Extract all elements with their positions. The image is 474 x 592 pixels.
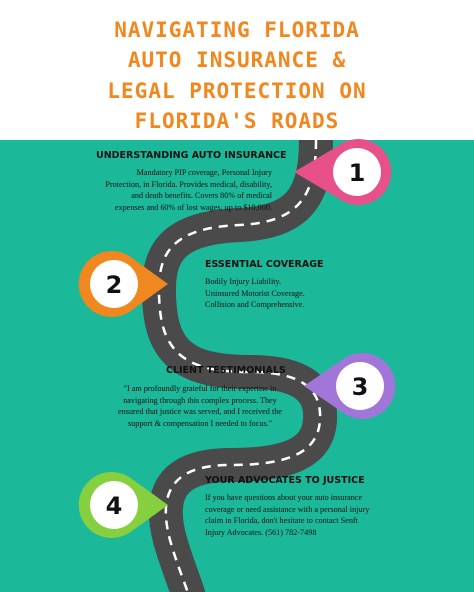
section-1-body: Mandatory PIP coverage, Personal Injury … bbox=[80, 167, 272, 213]
section-1-line: expenses and 60% of lost wages, up to $1… bbox=[114, 202, 272, 212]
title-line-2: AUTO INSURANCE & bbox=[127, 48, 347, 72]
pin-2: 2 bbox=[78, 251, 168, 318]
section-3-line: ensured that justice was served, and I r… bbox=[118, 407, 282, 416]
section-1-line: Protection, in Florida. Provides medical… bbox=[105, 179, 272, 189]
section-4-line: Injury Advocates. (561) 782-7498 bbox=[205, 527, 317, 537]
pin-1: 1 bbox=[294, 138, 392, 205]
section-4-line: If you have questions about your auto in… bbox=[205, 493, 363, 502]
road-center-line bbox=[157, 139, 322, 592]
pin-4-number: 4 bbox=[106, 492, 123, 520]
section-4-heading: YOUR ADVOCATES TO JUSTICE bbox=[205, 475, 365, 486]
title-line-1: NAVIGATING FLORIDA bbox=[114, 18, 360, 42]
pin-2-number: 2 bbox=[106, 271, 123, 299]
pin-1-number: 1 bbox=[349, 159, 366, 187]
section-2-line: Collision and Comprehensive. bbox=[205, 300, 305, 309]
pin-3-number: 3 bbox=[352, 373, 369, 401]
title-banner: NAVIGATING FLORIDA AUTO INSURANCE & LEGA… bbox=[0, 0, 474, 140]
section-2-line: Uninsured Motorist Coverage. bbox=[205, 288, 305, 298]
title-line-3: LEGAL PROTECTION ON bbox=[107, 79, 367, 103]
section-1-line: Mandatory PIP coverage, Personal Injury bbox=[136, 168, 272, 177]
section-4-body: If you have questions about your auto in… bbox=[205, 492, 405, 538]
section-3-line: navigating through this complex process.… bbox=[123, 395, 277, 405]
section-3-line: "I am profoundly grateful for their expe… bbox=[123, 384, 277, 393]
section-2-line: Bodily Injury Liability. bbox=[205, 277, 282, 286]
section-4-line: claim in Florida, don't hesitate to cont… bbox=[205, 516, 358, 525]
pin-3: 3 bbox=[304, 353, 396, 419]
pin-4: 4 bbox=[78, 472, 168, 538]
section-3-heading: CLIENT TESTIMONIALS bbox=[166, 365, 286, 376]
section-4-line: coverage or need assistance with a perso… bbox=[205, 504, 370, 514]
section-3-body: "I am profoundly grateful for their expe… bbox=[100, 383, 300, 429]
section-1-line: and death benefits. Covers 80% of medica… bbox=[131, 191, 272, 200]
section-2-body: Bodily Injury Liability. Uninsured Motor… bbox=[205, 276, 405, 311]
section-1-heading: UNDERSTANDING AUTO INSURANCE bbox=[96, 150, 287, 161]
section-2-heading: ESSENTIAL COVERAGE bbox=[205, 259, 324, 270]
title-line-4: FLORIDA'S ROADS bbox=[134, 109, 340, 133]
section-3-line: support & compensation I needed to focus… bbox=[127, 418, 273, 428]
